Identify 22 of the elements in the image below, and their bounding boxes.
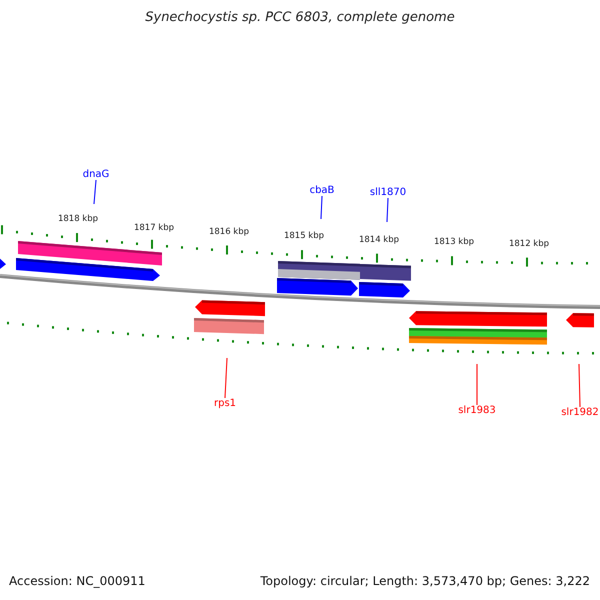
scale-label: 1817 kbp xyxy=(134,223,174,233)
gene-label: sll1870 xyxy=(370,187,406,198)
leader-line xyxy=(224,358,228,398)
genome-info-text: Topology: circular; Length: 3,573,470 bp; Genes: 3,222 xyxy=(260,574,590,588)
gene-label: dnaG xyxy=(82,169,110,180)
leader-line xyxy=(476,364,478,406)
gene-label: slr1982 xyxy=(561,407,599,418)
scale-label: 1812 kbp xyxy=(508,239,550,249)
leader-line xyxy=(578,364,580,408)
scale-label: 1814 kbp xyxy=(358,235,400,245)
leader-line xyxy=(386,198,388,222)
gene-label: slr1983 xyxy=(458,405,496,416)
gene-label: cbaB xyxy=(310,185,334,196)
scale-label: 1815 kbp xyxy=(284,231,324,241)
accession-text: Accession: NC_000911 xyxy=(9,574,146,588)
leader-line xyxy=(94,180,96,204)
scale-label: 1813 kbp xyxy=(434,237,474,247)
scale-label: 1816 kbp xyxy=(208,227,250,237)
gene-label: rps1 xyxy=(214,398,236,409)
leader-line xyxy=(320,196,322,220)
genome-title: Synechocystis sp. PCC 6803, complete genome xyxy=(144,10,456,25)
scale-label: 1818 kbp xyxy=(58,214,98,224)
